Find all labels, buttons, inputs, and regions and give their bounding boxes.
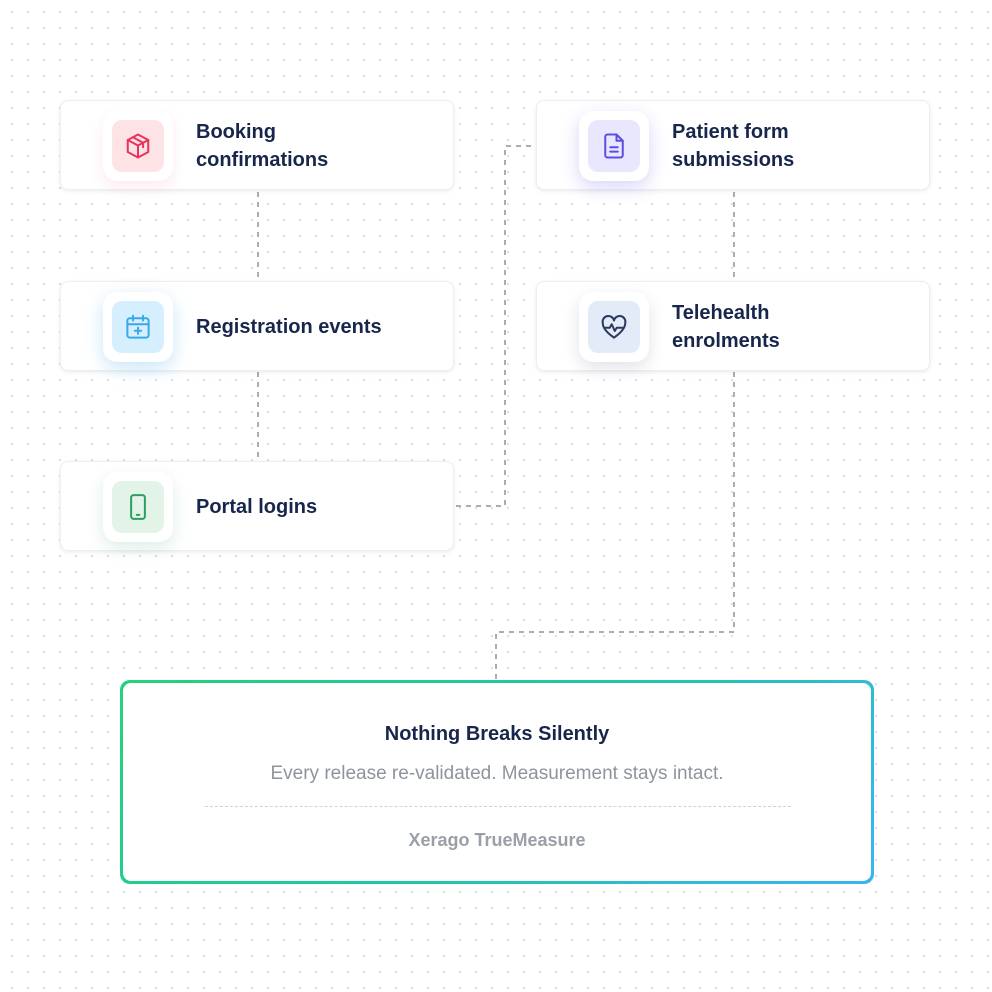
outcome-card-body: Nothing Breaks Silently Every release re… (123, 683, 871, 881)
icon-frame (103, 472, 173, 542)
outcome-title: Nothing Breaks Silently (384, 723, 610, 745)
icon-tile (112, 301, 164, 353)
outcome-card: Nothing Breaks Silently Every release re… (120, 680, 874, 884)
icon-tile (588, 120, 640, 172)
icon-tile (112, 481, 164, 533)
package-icon (126, 133, 150, 159)
connector-portal-patient-form (456, 145, 536, 507)
heart-pulse-icon (601, 315, 627, 339)
icon-frame (103, 292, 173, 362)
brand-name: Xerago TrueMeasure (408, 830, 586, 850)
calendar-plus-icon (126, 314, 150, 339)
icon-frame (579, 111, 649, 181)
icon-tile (112, 120, 164, 172)
outcome-divider (205, 806, 791, 807)
smartphone-icon (130, 494, 146, 520)
connector-telehealth-outcome (495, 372, 735, 680)
icon-frame (103, 111, 173, 181)
node-registration-events: Registration events (60, 281, 454, 371)
node-label: Registration events (196, 316, 382, 338)
icon-frame (579, 292, 649, 362)
node-portal-logins: Portal logins (60, 461, 454, 551)
icon-tile (588, 301, 640, 353)
outcome-subtitle: Every release re-validated. Measurement … (270, 763, 724, 784)
node-label: Portal logins (196, 496, 318, 518)
document-icon (604, 133, 624, 159)
